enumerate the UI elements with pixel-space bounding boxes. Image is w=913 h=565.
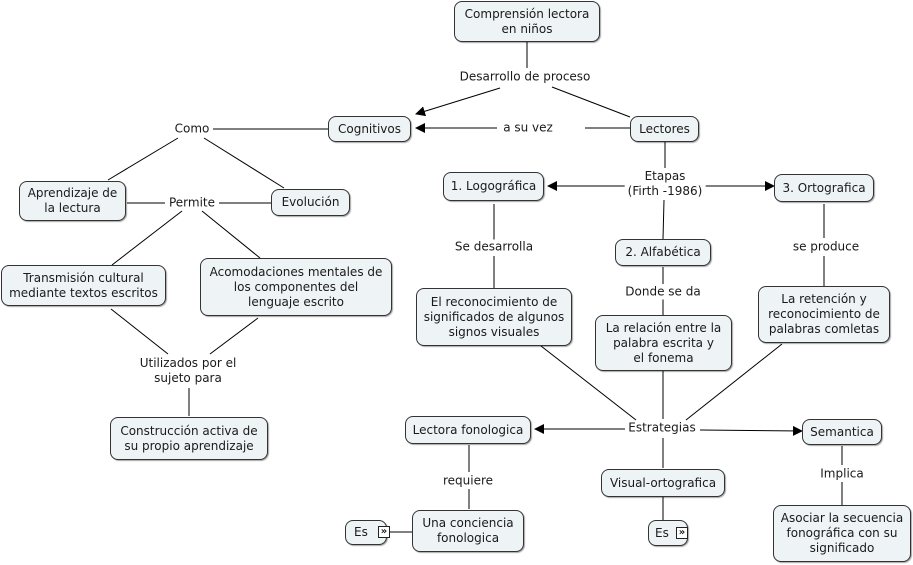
link-label-donde-se-da: Donde se da	[622, 284, 704, 300]
concept-visual-ortografica[interactable]: Visual-ortografica	[601, 469, 725, 497]
link-como-aprendizaje	[107, 137, 179, 181]
link-label-se-produce: se produce	[789, 239, 863, 255]
concept-relacion-palabra-fonema[interactable]: La relación entre la palabra escrita y e…	[595, 315, 732, 371]
link-desarrollo-lectores	[551, 86, 631, 118]
link-label-a-su-vez: a su vez	[500, 120, 556, 136]
link-label-etapas: Etapas (Firth -1986)	[624, 169, 706, 199]
link-permite-transmision	[111, 210, 183, 266]
link-como-evolucion	[203, 137, 285, 189]
concept-comprension-lectora[interactable]: Comprensión lectora en niños	[454, 1, 600, 42]
link-label-estrategias: Estrategias	[625, 420, 699, 436]
concept-transmision-cultural[interactable]: Transmisión cultural mediante textos esc…	[1, 265, 166, 306]
link-label-requiere: requiere	[439, 473, 497, 489]
concept-conciencia-fonologica[interactable]: Una conciencia fonologica	[412, 510, 524, 552]
link-retencion-estrategias	[685, 343, 783, 421]
expand-double-chevron-icon[interactable]: »	[676, 527, 688, 539]
concept-acomodaciones-mentales[interactable]: Acomodaciones mentales de los componente…	[200, 258, 392, 316]
concept-lectores[interactable]: Lectores	[630, 116, 699, 142]
concept-retencion-palabras[interactable]: La retención y reconocimiento de palabra…	[758, 286, 890, 343]
link-label-desarrollo: Desarrollo de proceso	[456, 69, 594, 85]
link-label-implica: Implica	[817, 466, 867, 482]
concept-logografica[interactable]: 1. Logográfica	[443, 172, 544, 201]
concept-asociar-secuencia[interactable]: Asociar la secuencia fonográfica con su …	[773, 505, 911, 562]
link-label-permite: Permite	[165, 195, 219, 211]
concept-cognitivos[interactable]: Cognitivos	[328, 116, 411, 142]
link-etapas-alfabetica	[662, 199, 665, 240]
link-permite-acomodaciones	[201, 210, 261, 259]
concept-aprendizaje-lectura[interactable]: Aprendizaje de la lectura	[19, 181, 126, 221]
link-estrategias-semantica	[699, 425, 803, 436]
concept-semantica[interactable]: Semantica	[802, 419, 882, 445]
expand-double-chevron-icon[interactable]: »	[378, 526, 390, 538]
concept-construccion-activa[interactable]: Construcción activa de su propio aprendi…	[110, 417, 268, 460]
concept-es-left-label: Es	[354, 525, 368, 539]
concept-es-center-label: Es	[655, 525, 669, 540]
concept-ortografica[interactable]: 3. Ortografica	[774, 174, 874, 202]
concept-reconocimiento-signos[interactable]: El reconocimiento de significados de alg…	[416, 288, 572, 346]
link-transmision-utilizados	[110, 308, 169, 355]
concept-lectora-fonologica[interactable]: Lectora fonologica	[405, 416, 531, 444]
link-label-utilizados: Utilizados por el sujeto para	[136, 356, 240, 386]
link-acomodaciones-utilizados	[209, 317, 259, 355]
concept-evolucion[interactable]: Evolución	[271, 189, 350, 216]
link-reconocimiento-estrategias	[540, 345, 637, 421]
link-desarrollo-cognitivos	[415, 87, 501, 117]
concept-alfabetica[interactable]: 2. Alfabética	[615, 239, 711, 266]
link-label-se-desarrolla: Se desarrolla	[451, 239, 537, 255]
link-label-como: Como	[171, 121, 213, 137]
